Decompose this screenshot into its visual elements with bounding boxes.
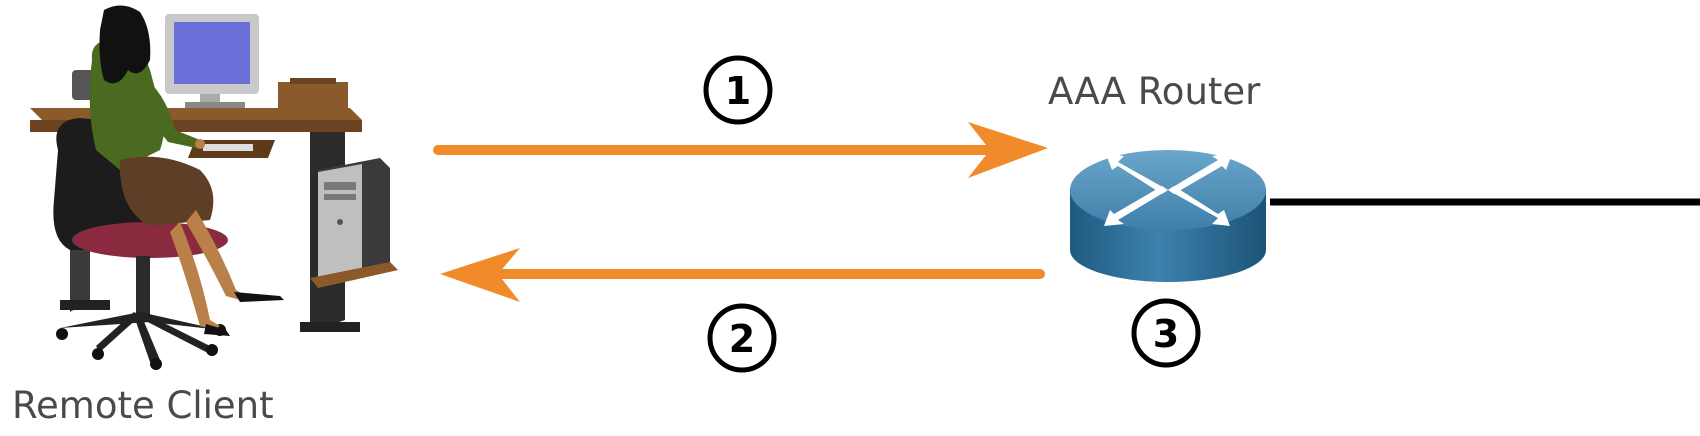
step-3-marker: 3 [1131, 298, 1201, 368]
step-2-label: 2 [729, 317, 755, 361]
remote-client-icon [30, 5, 398, 370]
step-3-label: 3 [1153, 312, 1179, 356]
router-arrows-icon [1104, 154, 1232, 226]
router-icon [1070, 150, 1266, 282]
step-2-marker: 2 [707, 303, 777, 373]
remote-client-label: Remote Client [12, 384, 274, 427]
aaa-router-label: AAA Router [1048, 70, 1261, 113]
response-arrow [440, 248, 1045, 302]
step-1-marker: 1 [703, 55, 773, 125]
request-arrow [433, 122, 1048, 178]
step-1-label: 1 [725, 69, 751, 113]
